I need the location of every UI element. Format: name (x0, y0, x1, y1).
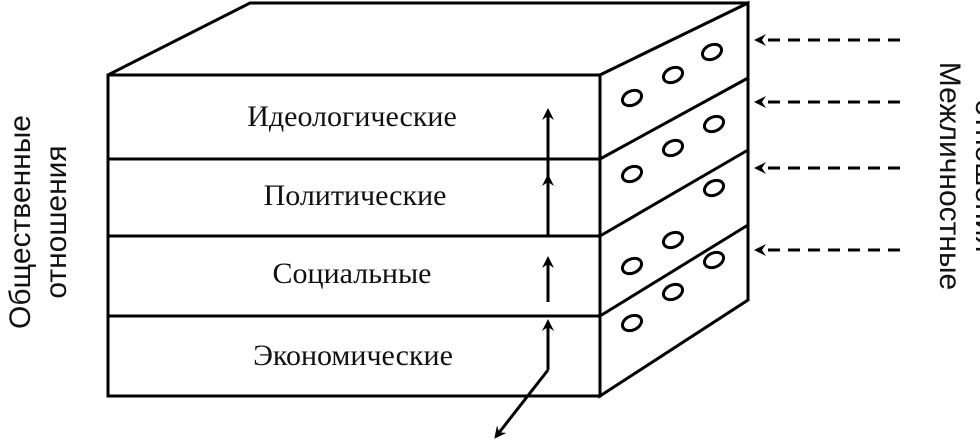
right-label-line2: отношения (969, 99, 980, 252)
dashed-arrows (754, 34, 900, 256)
left-label-line1: Общественные (4, 115, 37, 329)
oval-marker (661, 65, 685, 85)
oval-marker (620, 313, 644, 333)
side-layer-divider (599, 148, 749, 238)
oval-marker (620, 164, 644, 184)
oval-marker (661, 230, 685, 250)
layer-label-social: Социальные (273, 257, 432, 290)
right-vertical-label: Межличностные отношения (933, 62, 980, 290)
oval-marker (702, 250, 726, 270)
layer-label-political: Политические (264, 179, 447, 212)
oval-marker (702, 178, 726, 198)
layer-label-ideological: Идеологические (247, 100, 457, 133)
oval-marker (620, 88, 644, 108)
vertical-arrows (494, 108, 554, 439)
layer-front-economic (106, 314, 602, 398)
right-label-line1: Межличностные (933, 62, 966, 290)
layer-front-social (106, 234, 602, 318)
side-layer-divider (599, 223, 749, 318)
layer-label-economic: Экономические (253, 339, 453, 372)
side-ovals (620, 42, 726, 333)
oval-marker (700, 42, 724, 62)
front-face (106, 73, 602, 398)
oval-marker (702, 114, 726, 134)
oval-marker (661, 282, 685, 302)
side-layer-divider (599, 76, 749, 161)
left-vertical-label: Общественные отношения (4, 115, 73, 329)
oval-marker (661, 138, 685, 158)
left-label-line2: отношения (40, 145, 73, 298)
double-arrow (494, 369, 550, 439)
oval-marker (620, 256, 644, 276)
